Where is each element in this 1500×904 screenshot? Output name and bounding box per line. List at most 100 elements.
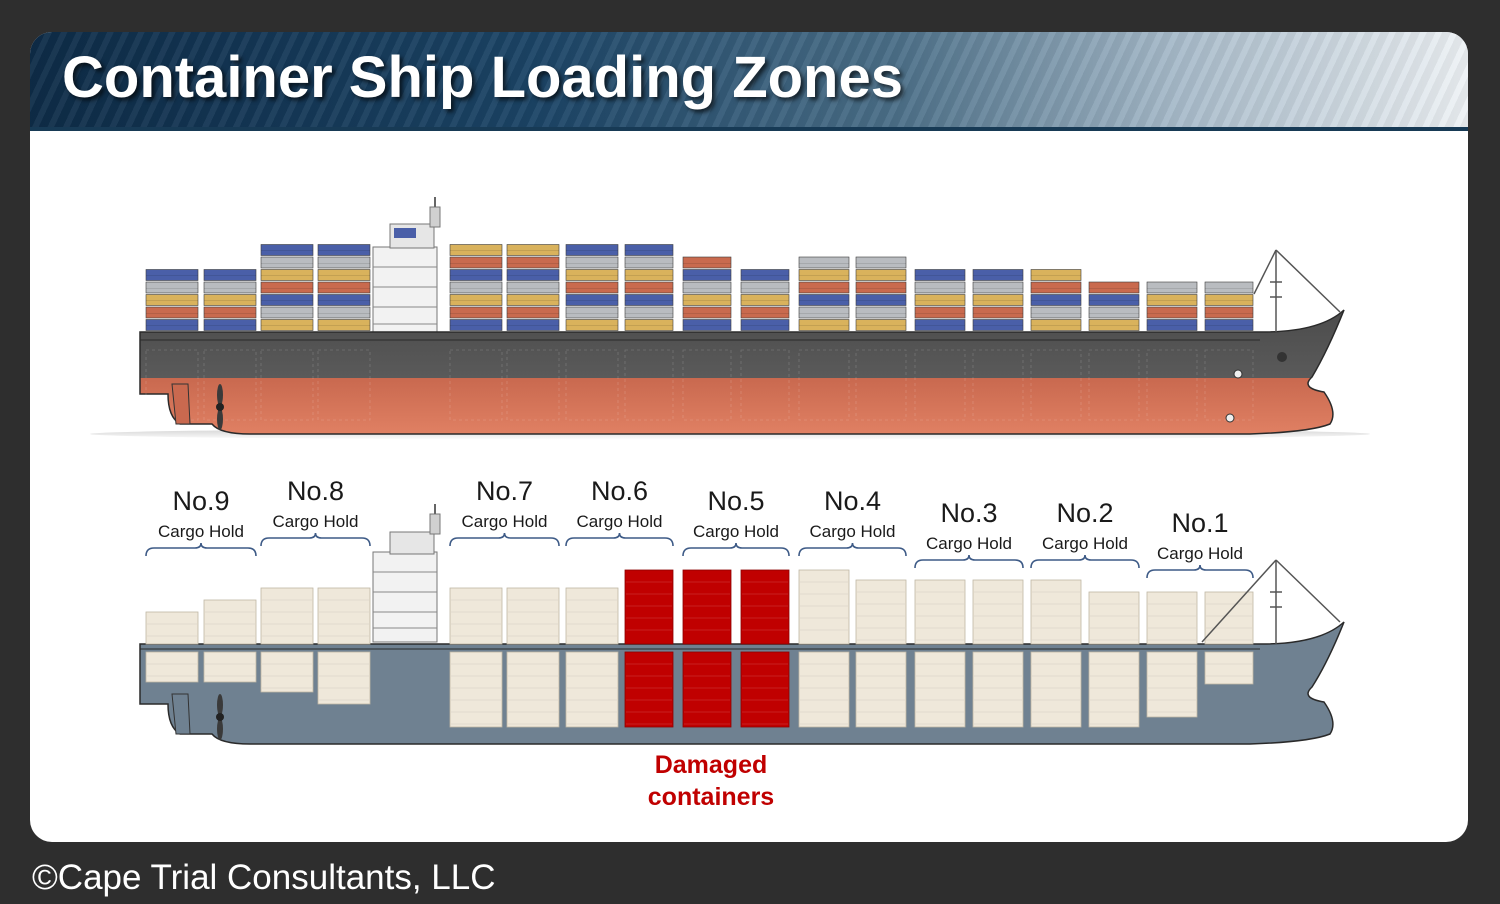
hold-block [145, 651, 199, 683]
container-stack [855, 579, 907, 645]
hatch-lines [145, 349, 1254, 421]
container-box [145, 319, 199, 331]
hold-subtitle: Cargo Hold [1157, 544, 1243, 563]
hold-outline [203, 349, 257, 421]
hold-outline [740, 349, 790, 421]
damaged-container-stack [624, 569, 674, 645]
container-box [1146, 319, 1198, 331]
hold-outline [1030, 349, 1082, 421]
container-stack [565, 587, 619, 645]
hold-outline [317, 349, 371, 421]
container-box [506, 269, 560, 281]
hold-number: No.1 [1171, 508, 1228, 538]
container-box [449, 306, 503, 319]
container-box [972, 294, 1024, 306]
container-box [260, 306, 314, 319]
hold-outline [855, 349, 907, 421]
container-box [1204, 294, 1254, 306]
hold-block [203, 651, 257, 683]
container-box [260, 244, 314, 256]
container-box [449, 269, 503, 281]
hold-subtitle: Cargo Hold [462, 512, 548, 531]
container-box [972, 269, 1024, 281]
container-box [260, 319, 314, 331]
container-box [565, 269, 619, 281]
hold-outline [798, 349, 850, 421]
hold-subtitle: Cargo Hold [1042, 534, 1128, 553]
hold-subtitle: Cargo Hold [273, 512, 359, 531]
container-box [855, 306, 907, 319]
container-box [855, 281, 907, 294]
hold-block [506, 651, 560, 728]
container-stack [1146, 591, 1198, 645]
container-stack [145, 611, 199, 645]
container-box [972, 319, 1024, 331]
container-box [682, 281, 732, 294]
container-box [624, 306, 674, 319]
container-box [972, 281, 1024, 294]
page-title: Container Ship Loading Zones [62, 45, 903, 110]
container-stack [317, 587, 371, 645]
container-box [506, 306, 560, 319]
container-box [1204, 281, 1254, 294]
hold-number: No.5 [707, 486, 764, 516]
damaged-hold-block [740, 651, 790, 728]
container-box [506, 294, 560, 306]
container-stack [260, 587, 314, 645]
container-box [855, 319, 907, 331]
container-box [260, 256, 314, 269]
container-box [1204, 306, 1254, 319]
container-box [740, 319, 790, 331]
container-box [565, 244, 619, 256]
container-box [449, 294, 503, 306]
hold-outline [506, 349, 560, 421]
container-box [682, 269, 732, 281]
hold-block [317, 651, 371, 705]
container-box [203, 319, 257, 331]
hold-blocks [145, 569, 1254, 728]
container-box [682, 256, 732, 269]
container-box [798, 281, 850, 294]
hold-brace [260, 532, 371, 547]
ship-loaded-profile [90, 197, 1370, 440]
container-box [855, 269, 907, 281]
anchor-icon [1225, 352, 1287, 423]
container-box [203, 306, 257, 319]
hold-number: No.2 [1056, 498, 1113, 528]
superstructure-icon [372, 504, 441, 643]
container-box [1146, 281, 1198, 294]
container-box [624, 244, 674, 256]
container-box [798, 294, 850, 306]
container-box [317, 244, 371, 256]
hull-loaded [139, 309, 1345, 435]
container-box [317, 269, 371, 281]
container-box [317, 256, 371, 269]
container-box [914, 294, 966, 306]
hold-block [565, 651, 619, 728]
hold-outline [260, 349, 314, 421]
container-box [145, 281, 199, 294]
container-stack [203, 599, 257, 645]
hold-block [1146, 651, 1198, 718]
hold-number: No.4 [824, 486, 881, 516]
hold-outline [145, 349, 199, 421]
container-box [506, 319, 560, 331]
hold-number: No.3 [940, 498, 997, 528]
container-box [682, 294, 732, 306]
container-box [506, 244, 560, 256]
container-stack [798, 569, 850, 645]
hold-brace [565, 532, 674, 547]
hold-outline [1146, 349, 1198, 421]
mast-icon [1201, 559, 1341, 644]
container-stack [914, 579, 966, 645]
container-box [317, 319, 371, 331]
hold-outline [1204, 349, 1254, 421]
hold-outline [449, 349, 503, 421]
hold-brace [914, 554, 1024, 569]
